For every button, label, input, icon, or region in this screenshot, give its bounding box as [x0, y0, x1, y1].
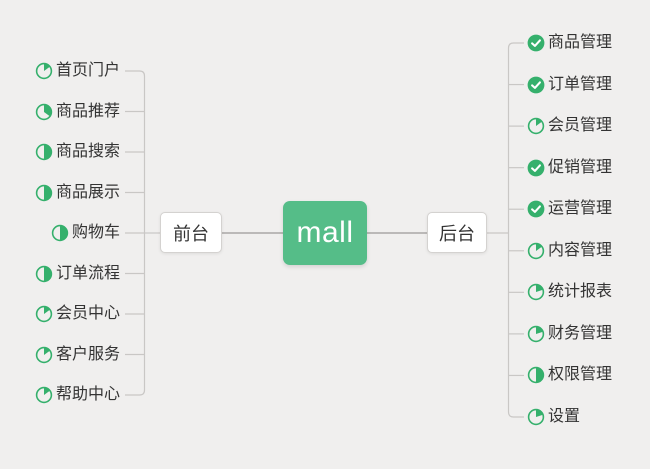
mindmap-item-left-7[interactable]: 客户服务 [35, 345, 120, 365]
progress-pie-icon[interactable] [51, 224, 69, 242]
mindmap-item-right-3[interactable]: 促销管理 [527, 158, 612, 178]
backend-node-label: 后台 [439, 223, 475, 244]
progress-pie-icon[interactable] [35, 305, 53, 323]
mindmap-item-right-0[interactable]: 商品管理 [527, 33, 612, 53]
item-label: 统计报表 [548, 283, 613, 301]
progress-pie-icon[interactable] [527, 366, 545, 384]
progress-pie-icon[interactable] [527, 283, 545, 301]
progress-pie-icon[interactable] [35, 103, 53, 121]
check-circle-icon[interactable] [527, 200, 545, 218]
mindmap-item-right-2[interactable]: 会员管理 [527, 116, 612, 136]
item-label: 帮助中心 [55, 386, 120, 403]
mindmap-item-left-1[interactable]: 商品推荐 [35, 102, 120, 122]
frontend-node-label: 前台 [173, 223, 209, 244]
mindmap-item-left-2[interactable]: 商品搜索 [35, 142, 120, 162]
mindmap-item-left-8[interactable]: 帮助中心 [35, 385, 120, 405]
progress-pie-icon[interactable] [35, 265, 53, 283]
branch-node-backend[interactable]: 后台 [427, 212, 487, 253]
root-node[interactable]: mall [283, 201, 367, 265]
progress-pie-icon[interactable] [35, 143, 53, 161]
check-circle-icon[interactable] [527, 76, 545, 94]
progress-pie-icon[interactable] [527, 408, 545, 426]
item-label: 订单流程 [55, 264, 120, 282]
progress-pie-icon[interactable] [35, 386, 53, 404]
mindmap-item-right-9[interactable]: 设置 [527, 407, 580, 427]
item-label: 首页门户 [55, 62, 120, 79]
item-label: 促销管理 [548, 158, 613, 176]
item-label: 运营管理 [548, 200, 613, 218]
item-label: 购物车 [71, 224, 120, 241]
root-node-label: mall [296, 216, 354, 249]
mindmap-item-left-0[interactable]: 首页门户 [35, 61, 120, 81]
progress-pie-icon[interactable] [527, 117, 545, 135]
mindmap-item-right-5[interactable]: 内容管理 [527, 241, 612, 261]
mindmap-item-left-6[interactable]: 会员中心 [35, 304, 120, 324]
item-label: 权限管理 [548, 366, 613, 384]
mindmap-item-left-5[interactable]: 订单流程 [35, 264, 120, 284]
mindmap-item-left-4[interactable]: 购物车 [51, 223, 120, 243]
item-label: 财务管理 [548, 324, 613, 342]
item-label: 客户服务 [55, 345, 120, 363]
mindmap-item-right-6[interactable]: 统计报表 [527, 282, 612, 302]
item-label: 订单管理 [548, 75, 613, 93]
check-circle-icon[interactable] [527, 34, 545, 52]
item-label: 会员中心 [55, 305, 120, 322]
check-circle-icon[interactable] [527, 159, 545, 177]
mindmap-item-right-7[interactable]: 财务管理 [527, 324, 612, 344]
item-label: 内容管理 [548, 241, 613, 259]
item-label: 设置 [548, 408, 581, 425]
progress-pie-icon[interactable] [35, 62, 53, 80]
mindmap-item-right-8[interactable]: 权限管理 [527, 365, 612, 385]
mindmap-item-right-4[interactable]: 运营管理 [527, 199, 612, 219]
progress-pie-icon[interactable] [527, 242, 545, 260]
branch-node-frontend[interactable]: 前台 [160, 212, 222, 253]
progress-pie-icon[interactable] [35, 184, 53, 202]
item-label: 商品搜索 [55, 143, 120, 160]
item-label: 商品推荐 [55, 102, 120, 120]
item-label: 会员管理 [548, 117, 613, 135]
item-label: 商品管理 [548, 34, 613, 51]
progress-pie-icon[interactable] [527, 325, 545, 343]
item-label: 商品展示 [55, 183, 120, 201]
mindmap-item-right-1[interactable]: 订单管理 [527, 75, 612, 95]
progress-pie-icon[interactable] [35, 346, 53, 364]
mindmap-item-left-3[interactable]: 商品展示 [35, 183, 120, 203]
